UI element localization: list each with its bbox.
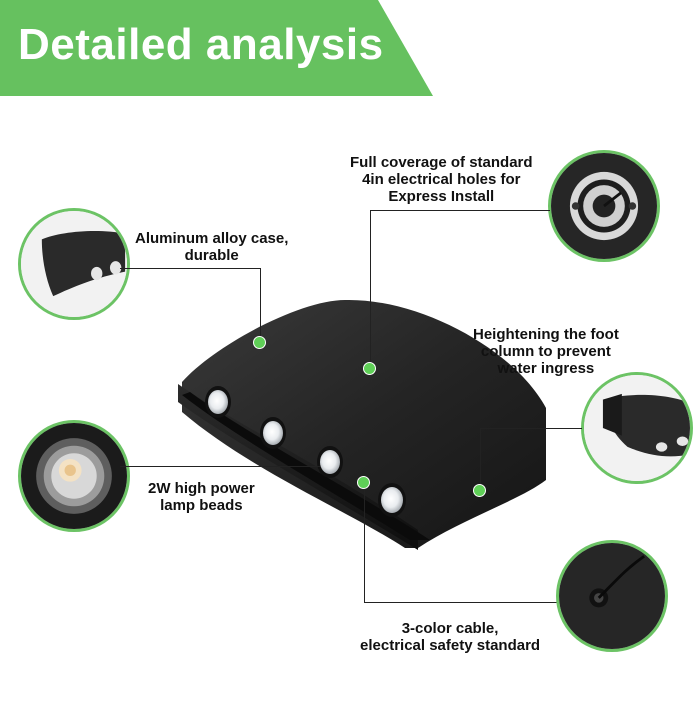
foot-column-icon	[584, 375, 690, 481]
led-bead-2-icon	[260, 417, 286, 449]
cable-leader-h	[364, 602, 560, 603]
cable-marker	[357, 476, 370, 489]
led-bead-1-icon	[205, 386, 231, 418]
holes-marker	[363, 362, 376, 375]
mounting-plate-circle	[548, 150, 660, 262]
cable-outlet-icon	[559, 543, 665, 649]
holes-leader-h	[370, 210, 550, 211]
case-leader-v	[260, 268, 261, 342]
led-bead-3-icon	[317, 446, 343, 478]
case-leader-h	[120, 268, 260, 269]
holes-label: Full coverage of standard 4in electrical…	[350, 154, 533, 205]
beads-leader-h	[120, 466, 320, 467]
beads-label: 2W high power lamp beads	[148, 480, 255, 514]
case-detail-icon	[21, 211, 127, 317]
foot-leader-v	[480, 428, 481, 490]
title-banner	[0, 0, 433, 96]
mounting-plate-icon	[551, 153, 657, 259]
case-marker	[253, 336, 266, 349]
foot-column-circle	[581, 372, 693, 484]
lamp-bead-circle	[18, 420, 130, 532]
foot-marker	[473, 484, 486, 497]
foot-label: Heightening the foot column to prevent w…	[473, 326, 619, 377]
cable-label: 3-color cable, electrical safety standar…	[360, 620, 541, 654]
lamp-bead-icon	[21, 423, 127, 529]
cable-outlet-circle	[556, 540, 668, 652]
case-label: Aluminum alloy case, durable	[135, 230, 289, 264]
page-title: Detailed analysis	[18, 20, 384, 69]
cable-leader-v	[364, 484, 365, 602]
case-detail-circle	[18, 208, 130, 320]
led-bead-4-icon	[378, 483, 406, 517]
foot-leader-h	[480, 428, 582, 429]
holes-leader-v	[370, 210, 371, 368]
